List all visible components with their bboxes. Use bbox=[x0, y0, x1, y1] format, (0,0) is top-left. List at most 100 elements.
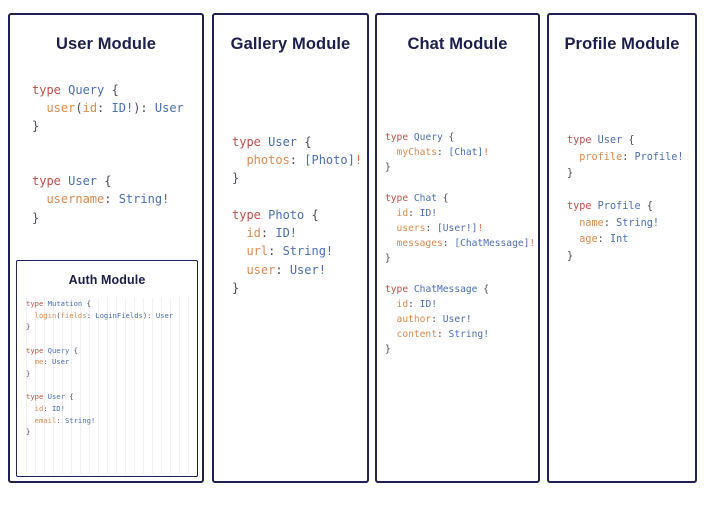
code-token: } bbox=[385, 162, 391, 174]
code-token: Query bbox=[413, 132, 443, 143]
code-token: { bbox=[304, 207, 319, 222]
code-line: me: User bbox=[26, 356, 173, 368]
code-token: User bbox=[51, 357, 70, 367]
code-token: { bbox=[622, 135, 635, 146]
code-token: User bbox=[47, 392, 65, 402]
code-line: username: String! bbox=[32, 190, 184, 208]
code-line: type User { bbox=[567, 133, 684, 150]
code-token: name bbox=[567, 217, 604, 229]
code-token: String! bbox=[616, 217, 660, 229]
code-line: url: String! bbox=[232, 242, 362, 260]
code-token: User bbox=[155, 310, 174, 320]
card-profile-module[interactable]: Profile Module type User { profile: Prof… bbox=[547, 13, 697, 483]
code-token: } bbox=[26, 427, 31, 437]
code-token: : bbox=[97, 101, 112, 116]
code-token: ( bbox=[56, 310, 61, 320]
code-token: String! bbox=[448, 329, 489, 341]
code-line: id: ID! bbox=[232, 224, 362, 242]
code-line: type Query { bbox=[26, 345, 173, 357]
code-token: Int bbox=[609, 234, 629, 246]
code-token: : bbox=[431, 313, 443, 325]
code-token: [Photo] bbox=[304, 153, 355, 168]
code-line: profile: Profile! bbox=[567, 150, 683, 167]
card-user-module[interactable]: User Module type Query { user(id: ID!): … bbox=[8, 13, 204, 483]
code-line bbox=[26, 333, 173, 345]
code-line: myChats: [Chat]! bbox=[385, 145, 535, 160]
code-line: } bbox=[32, 117, 184, 135]
code-token: User! bbox=[442, 313, 472, 325]
code-token: String! bbox=[282, 244, 334, 259]
code-token: id bbox=[82, 101, 98, 116]
code-token: Chat bbox=[413, 192, 437, 204]
code-token: login bbox=[26, 310, 57, 320]
code-token: ChatMessage bbox=[413, 283, 478, 295]
code-block-gallery-module: type User { photos: [Photo]!} type Photo… bbox=[232, 133, 362, 297]
code-token: } bbox=[26, 368, 31, 378]
code-token: type bbox=[385, 192, 414, 204]
code-token: user bbox=[232, 262, 276, 277]
code-token: url bbox=[232, 244, 269, 259]
code-line: type User { bbox=[32, 172, 184, 190]
code-token: username bbox=[32, 192, 105, 207]
code-token: Profile bbox=[597, 201, 641, 213]
card-chat-module[interactable]: Chat Module type Query { myChats: [Chat]… bbox=[375, 13, 540, 483]
code-token: User bbox=[597, 135, 623, 146]
code-token: email bbox=[26, 415, 57, 425]
code-line: messages: [ChatMessage]! bbox=[385, 236, 536, 251]
code-line: } bbox=[26, 426, 173, 438]
code-token: : bbox=[622, 151, 635, 163]
code-token: type bbox=[32, 174, 69, 189]
code-token: : bbox=[603, 217, 617, 229]
code-line: } bbox=[385, 160, 535, 175]
code-token: ! bbox=[354, 153, 363, 168]
code-token: { bbox=[297, 135, 312, 149]
code-token: ID! bbox=[111, 101, 134, 116]
code-line: } bbox=[385, 251, 535, 266]
code-token: : bbox=[268, 244, 283, 259]
code-line: } bbox=[26, 321, 173, 333]
code-line: id: ID! bbox=[385, 297, 535, 312]
code-line: email: String! bbox=[26, 415, 173, 427]
code-token: } bbox=[385, 253, 391, 265]
code-token: id bbox=[385, 298, 409, 310]
code-token: type bbox=[26, 392, 48, 402]
code-token: { bbox=[82, 299, 91, 308]
code-token: : bbox=[436, 147, 449, 159]
code-block-user-module: type Query { user(id: ID!): User} type U… bbox=[32, 81, 184, 227]
code-token: String! bbox=[64, 415, 96, 425]
code-token: users bbox=[385, 222, 426, 234]
code-token: : bbox=[260, 226, 276, 241]
card-auth-module[interactable]: Auth Module type Mutation { login(fields… bbox=[16, 260, 198, 477]
code-line: user(id: ID!): User bbox=[32, 99, 183, 117]
code-token: ID! bbox=[51, 403, 65, 413]
code-line: type ChatMessage { bbox=[385, 282, 535, 297]
code-token: Query bbox=[47, 345, 70, 355]
code-token: [User!] bbox=[437, 222, 478, 234]
code-line: login(fields: LoginFields): User bbox=[26, 310, 174, 322]
code-line: } bbox=[26, 368, 173, 380]
code-line bbox=[385, 175, 535, 190]
code-line: } bbox=[385, 342, 535, 357]
code-line: name: String! bbox=[567, 216, 684, 233]
code-token: } bbox=[385, 344, 391, 356]
code-token: age bbox=[567, 234, 598, 246]
code-token: : bbox=[104, 192, 119, 207]
code-token: } bbox=[32, 210, 40, 225]
card-title-auth-module: Auth Module bbox=[68, 273, 146, 287]
code-token: type bbox=[26, 299, 48, 308]
code-line: id: ID! bbox=[26, 403, 173, 415]
code-token: type bbox=[232, 207, 269, 222]
code-line: type User { bbox=[232, 133, 362, 151]
code-line bbox=[567, 183, 684, 200]
code-token: [ChatMessage] bbox=[454, 238, 530, 250]
code-line: type User { bbox=[26, 391, 173, 403]
code-line bbox=[385, 266, 535, 281]
code-token: : bbox=[436, 329, 449, 341]
code-token: LoginFields bbox=[95, 310, 143, 320]
code-token: type bbox=[26, 345, 48, 355]
code-token: : bbox=[442, 238, 455, 250]
card-gallery-module[interactable]: Gallery Module type User { photos: [Phot… bbox=[212, 13, 369, 483]
code-token: { bbox=[69, 345, 78, 355]
code-block-auth-module: type Mutation { login(fields: LoginField… bbox=[26, 298, 173, 438]
